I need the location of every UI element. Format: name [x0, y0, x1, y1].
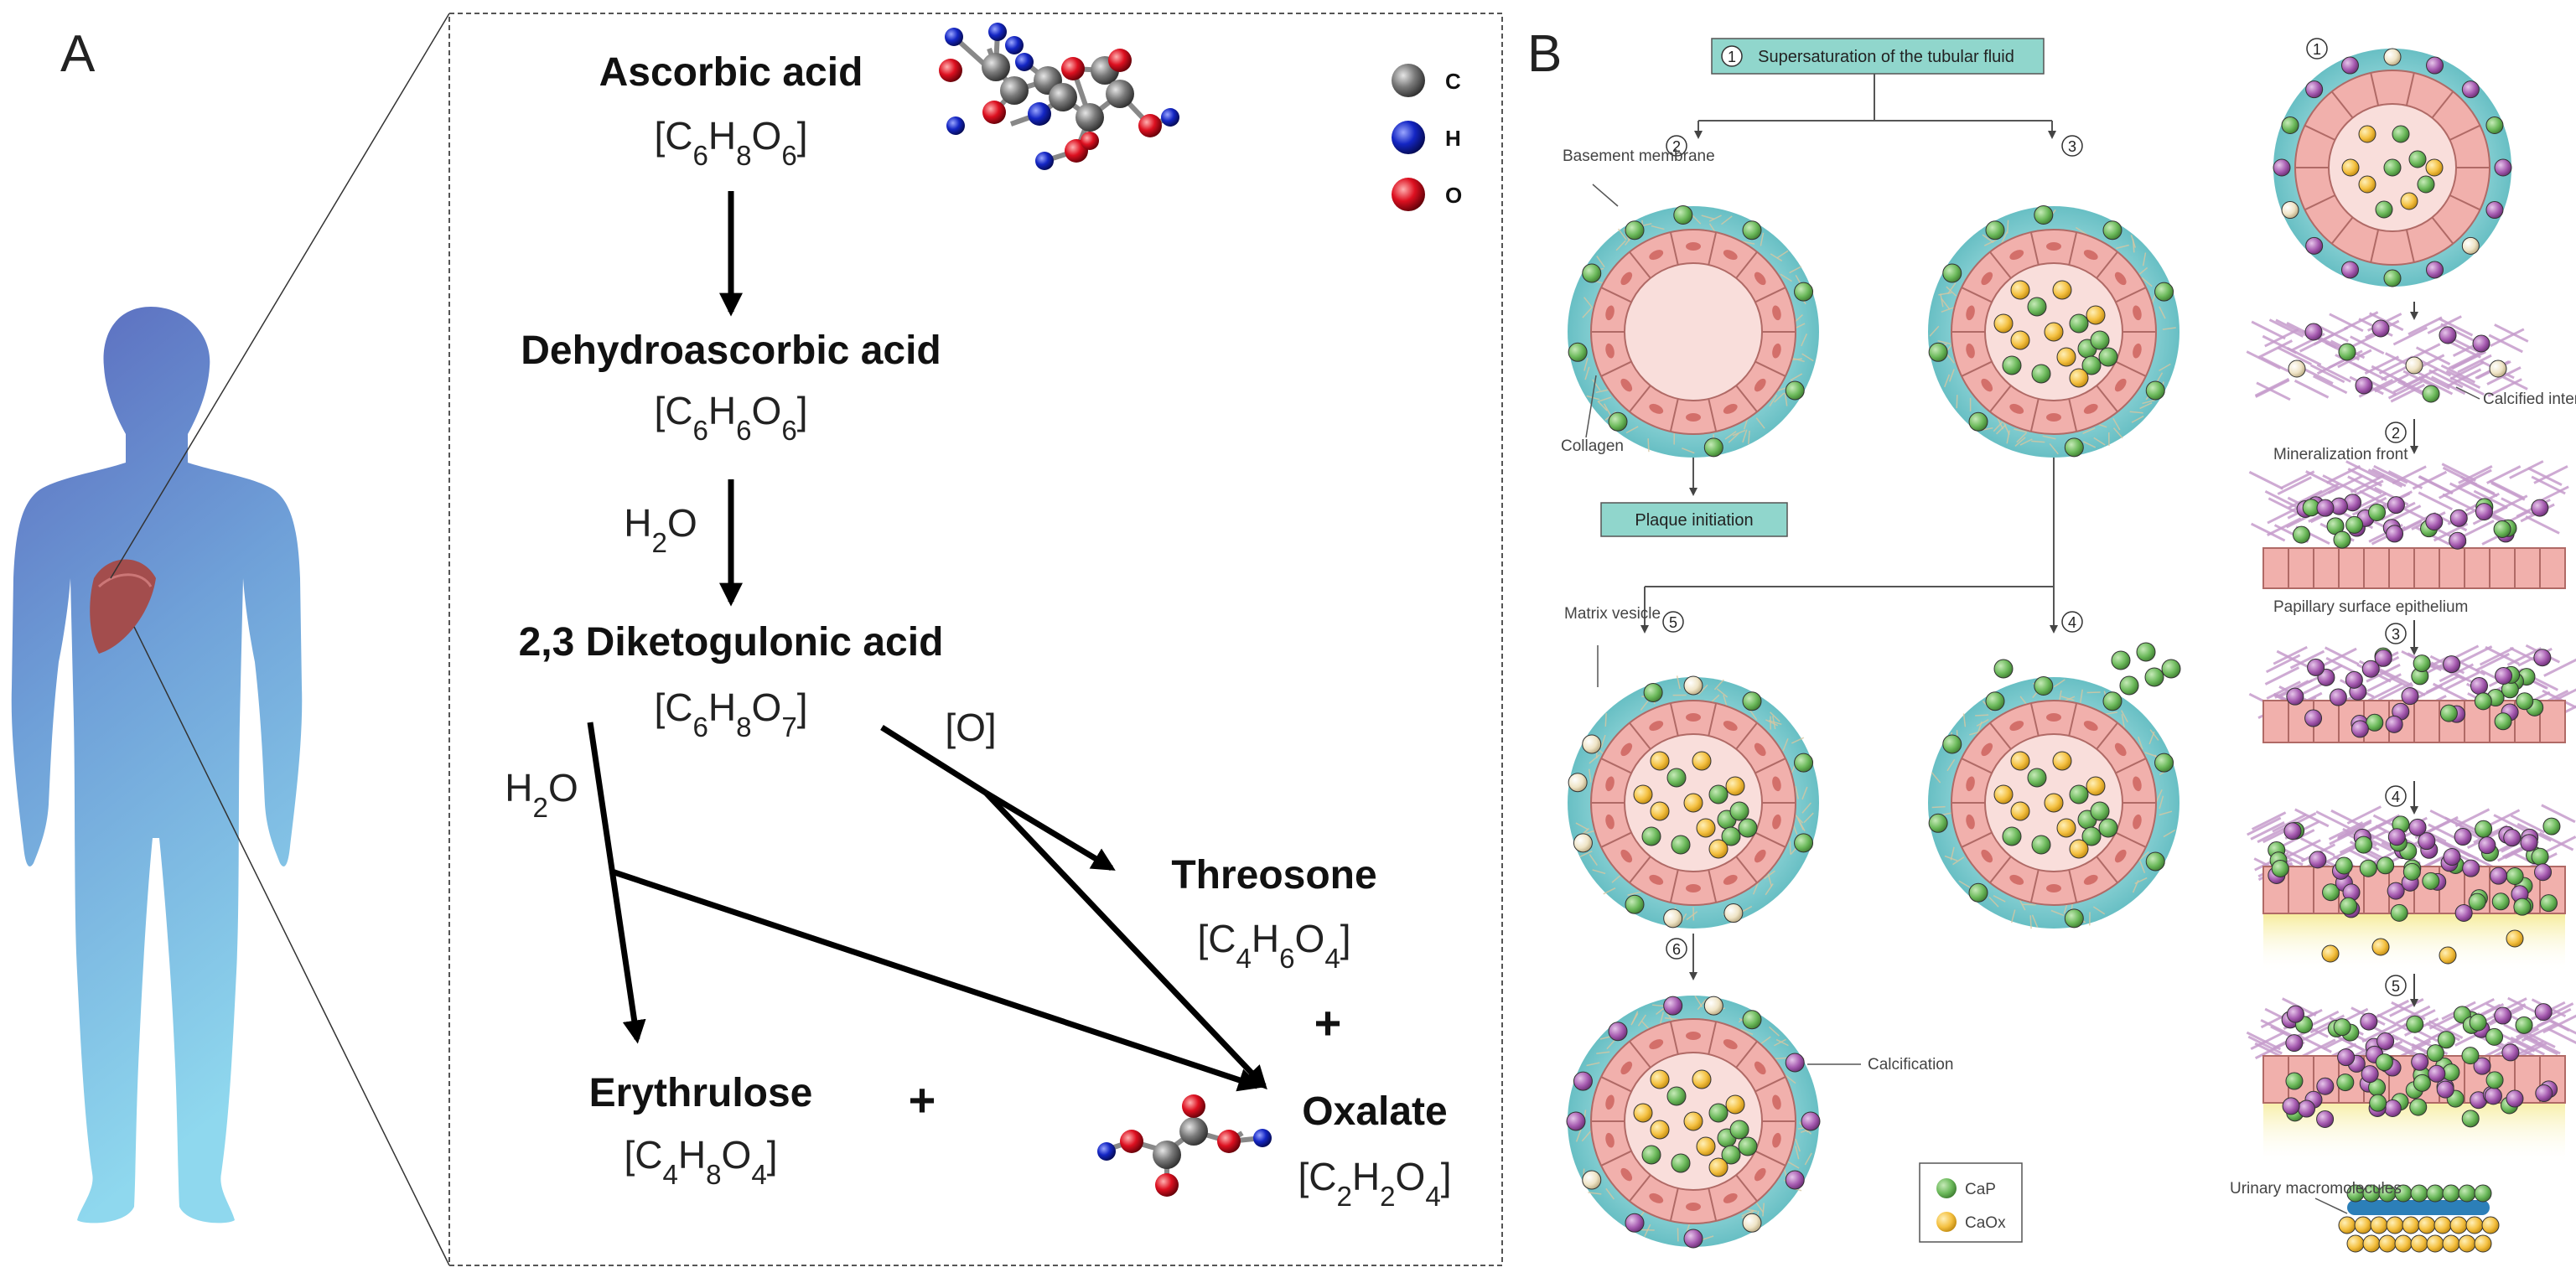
caox-icon — [1936, 1212, 1957, 1232]
mineral-legend: CaP CaOx — [1919, 1162, 2023, 1243]
panel-b-step-badges: 2 3 4 5 6 — [1662, 135, 2083, 960]
panel-b-label: B — [1527, 25, 1562, 83]
svg-text:4: 4 — [2068, 614, 2076, 631]
urinary-macromolecules-label: Urinary macromolecules — [2230, 1180, 2402, 1198]
tubule — [1568, 675, 1819, 929]
ascorbic-acid-atoms — [939, 23, 1179, 170]
supersaturation-step-number: 1 — [1728, 49, 1736, 65]
erythrulose-name: Erythrulose — [589, 1071, 813, 1115]
plaque-initiation-box — [1600, 502, 1788, 537]
svg-text:4: 4 — [2392, 789, 2400, 805]
svg-text:5: 5 — [1669, 614, 1677, 631]
caox-label: CaOx — [1965, 1214, 2006, 1232]
tubule — [1928, 205, 2179, 458]
basement-membrane-label: Basement membrane — [1563, 147, 1715, 165]
plaque-initiation-label: Plaque initiation — [1635, 511, 1753, 530]
svg-text:3: 3 — [2068, 138, 2076, 155]
hydrogen-atom-label: H — [1445, 126, 1461, 151]
diketogulonic-acid-formula: [C6H8O7] — [654, 685, 807, 743]
svg-text:3: 3 — [2392, 626, 2400, 643]
flow-connectors — [1640, 74, 2058, 980]
reagent-oxygen: [O] — [945, 706, 996, 749]
oxalate-molecule — [1097, 1094, 1272, 1197]
matrix-vesicle-label: Matrix vesicle — [1564, 605, 1661, 623]
zoom-line-top — [110, 13, 450, 579]
mineralization-front-label: Mineralization front — [2273, 446, 2408, 463]
hydrogen-atom-icon — [1392, 121, 1425, 154]
supersaturation-step-badge — [1721, 45, 1743, 67]
threosone-formula: [C4H6O4] — [1197, 917, 1350, 975]
threosone-name: Threosone — [1171, 853, 1376, 898]
cap-label: CaP — [1965, 1181, 1996, 1198]
svg-text:2: 2 — [2392, 425, 2400, 442]
oxalate-formula: [C2H2O4] — [1298, 1155, 1451, 1213]
svg-text:2: 2 — [1672, 138, 1681, 155]
panel-c-step-badges: 1 2 3 4 5 — [2306, 38, 2407, 996]
tubule-cross-sections — [1566, 205, 2181, 1249]
panel-a-label: A — [60, 25, 96, 83]
tubule — [1566, 995, 1821, 1249]
tubule — [1928, 642, 2181, 929]
diketogulonic-acid-name: 2,3 Diketogulonic acid — [519, 620, 944, 665]
svg-text:5: 5 — [2392, 978, 2400, 995]
papilla-progression — [2246, 48, 2576, 1253]
liver-icon — [90, 559, 156, 654]
oxygen-atom-label: O — [1445, 183, 1462, 208]
human-silhouette — [11, 307, 303, 1224]
ascorbic-acid-formula: [C6H8O6] — [654, 114, 807, 172]
calcified-collagen-label: Calcified interstitial collagen — [2483, 391, 2576, 408]
reagent-water-1: H2O — [624, 501, 697, 559]
oxalate-name: Oxalate — [1302, 1089, 1447, 1134]
dehydroascorbic-acid-name: Dehydroascorbic acid — [521, 329, 941, 373]
supersaturation-label: Supersaturation of the tubular fluid — [1758, 48, 2014, 66]
plus-sign-1: + — [1314, 996, 1342, 1049]
oxygen-atom-icon — [1392, 178, 1425, 211]
pathway-frame — [448, 13, 1503, 1266]
dehydroascorbic-acid-formula: [C6H6O6] — [654, 389, 807, 447]
tubule — [1568, 205, 1819, 458]
svg-text:1: 1 — [2313, 41, 2321, 58]
papillary-epithelium-label: Papillary surface epithelium — [2273, 598, 2468, 616]
cap-icon — [1936, 1178, 1957, 1198]
reaction-arrows — [587, 191, 1267, 1092]
erythrulose-formula: [C4H8O4] — [624, 1133, 777, 1191]
plus-sign-2: + — [909, 1073, 936, 1126]
reagent-water-2: H2O — [505, 766, 578, 824]
carbon-atom-label: C — [1445, 69, 1461, 94]
ascorbic-acid-name: Ascorbic acid — [599, 50, 863, 95]
calcification-label: Calcification — [1868, 1056, 1953, 1073]
atom-legend: C H O — [1392, 64, 1462, 211]
zoom-line-bottom — [133, 626, 450, 1266]
carbon-atom-icon — [1392, 64, 1425, 97]
svg-text:6: 6 — [1672, 941, 1681, 958]
collagen-label: Collagen — [1561, 437, 1624, 455]
supersaturation-box — [1711, 38, 2045, 75]
